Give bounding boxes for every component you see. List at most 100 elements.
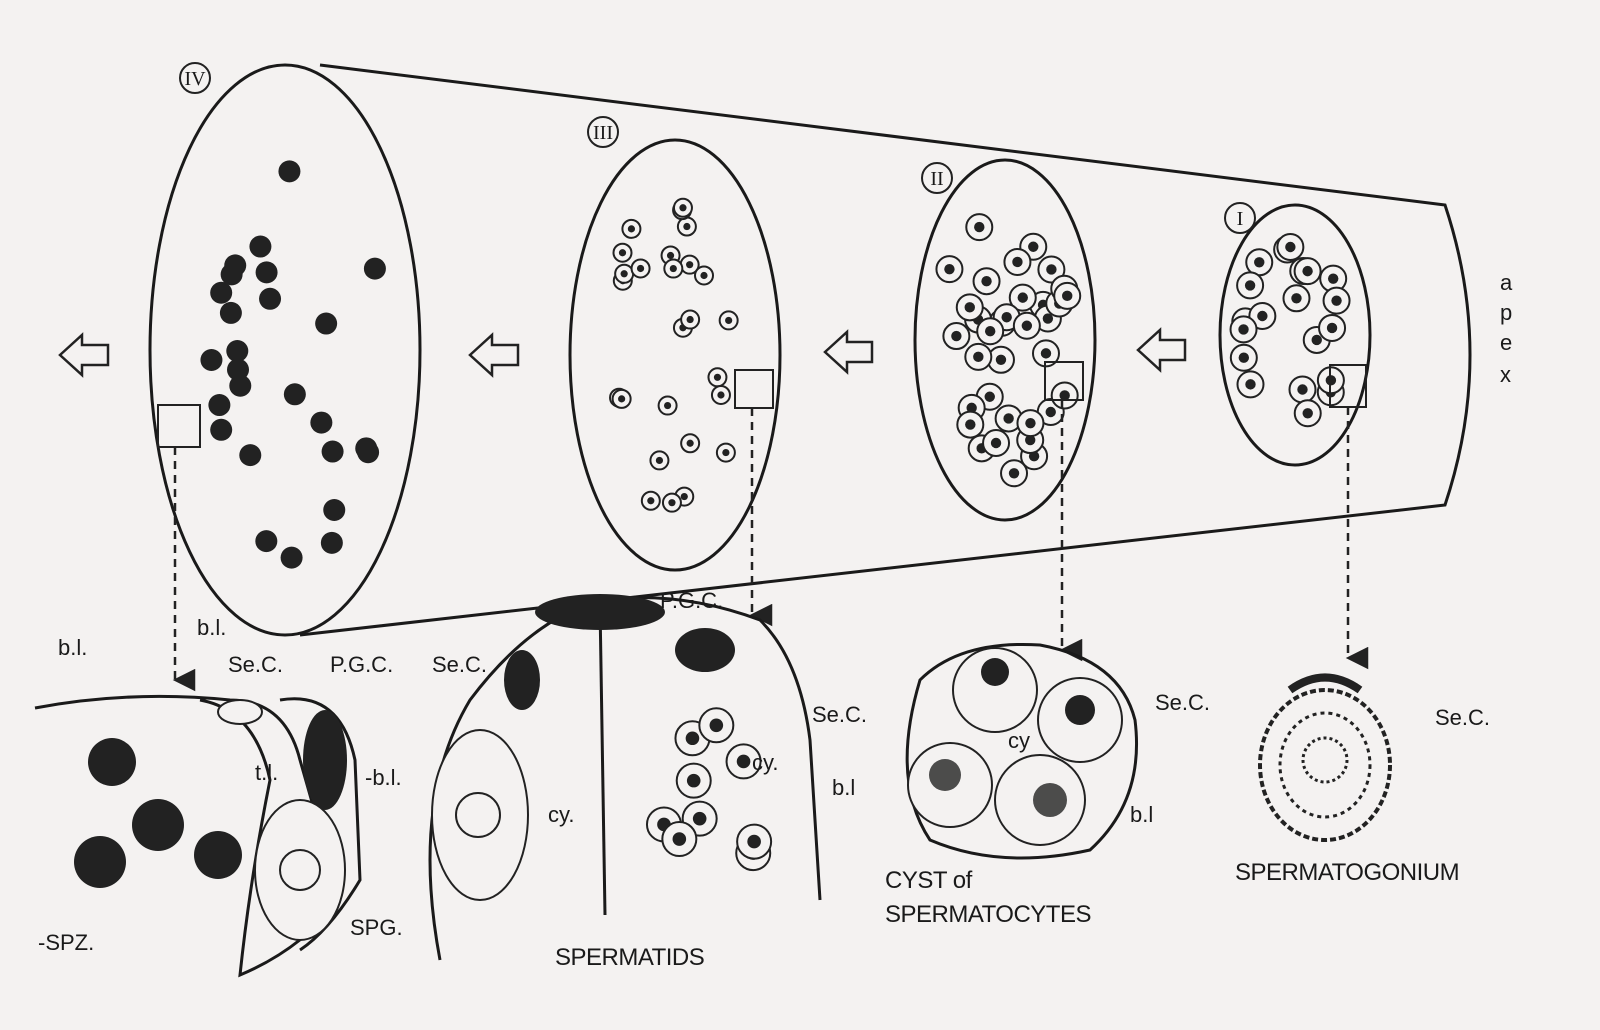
- caption-spermatogonium: SPERMATOGONIUM: [1235, 859, 1459, 886]
- label-cy: cy: [1008, 728, 1030, 753]
- nucleus: [1238, 324, 1249, 335]
- numeral-i: I: [1224, 202, 1256, 234]
- nucleus: [951, 330, 962, 342]
- nucleus: [1254, 257, 1265, 268]
- nucleus: [1302, 265, 1313, 277]
- nucleus: [1042, 313, 1054, 324]
- cell: [321, 440, 344, 463]
- cell: [278, 160, 301, 183]
- cell: [219, 301, 242, 324]
- nucleus: [722, 448, 730, 457]
- left-arrow-icon: [1136, 327, 1187, 373]
- label-bl: -b.l.: [365, 765, 402, 790]
- svg-text:x: x: [1500, 362, 1511, 387]
- label-spg: SPG.: [350, 915, 403, 940]
- nucleus: [984, 391, 995, 402]
- numeral-iv: IV: [179, 62, 211, 94]
- nucleus: [1040, 348, 1052, 359]
- cell: [208, 394, 231, 417]
- nucleus: [1021, 320, 1033, 331]
- label-pgc: P.G.C.: [660, 588, 723, 613]
- svg-text:p: p: [1500, 300, 1512, 325]
- nucleus: [1012, 256, 1023, 268]
- nucleus: [692, 811, 707, 826]
- cyst-stage-iv: [148, 63, 422, 637]
- nucleus: [686, 439, 694, 447]
- nucleus: [669, 264, 677, 273]
- nucleus: [1017, 292, 1028, 303]
- nucleus: [717, 391, 725, 399]
- cell: [255, 530, 278, 553]
- nucleus: [736, 754, 751, 769]
- svg-text:II: II: [930, 168, 943, 190]
- nucleus: [973, 351, 984, 363]
- cell: [239, 444, 262, 467]
- nucleus: [974, 221, 985, 233]
- nucleus: [1291, 293, 1302, 304]
- detail-arrows: [157, 361, 1369, 692]
- svg-text:e: e: [1500, 330, 1512, 355]
- cell: [226, 339, 249, 362]
- cell: [259, 287, 282, 310]
- numeral-ii: II: [921, 162, 953, 194]
- svg-text:I: I: [1237, 208, 1244, 230]
- cell: [227, 358, 250, 381]
- nucleus: [709, 718, 724, 733]
- nucleus: [618, 395, 626, 403]
- nucleus: [990, 437, 1002, 449]
- nucleus: [964, 302, 975, 313]
- label-pgc: P.G.C.: [330, 652, 393, 677]
- label-tl: t.l.: [255, 760, 278, 785]
- nucleus: [1238, 352, 1250, 363]
- cell: [280, 546, 303, 569]
- nucleus: [1045, 406, 1056, 418]
- nucleus: [1285, 241, 1296, 253]
- nucleus: [636, 264, 645, 273]
- nucleus: [663, 401, 672, 410]
- label-bl: b.l: [832, 775, 855, 800]
- left-arrow-icon: [468, 332, 520, 378]
- label-bl: b.l.: [197, 615, 226, 640]
- label-bl: b.l: [1130, 802, 1153, 827]
- svg-text:a: a: [1500, 270, 1513, 295]
- cell: [310, 411, 333, 434]
- nucleus: [686, 773, 701, 788]
- nucleus: [1001, 312, 1012, 323]
- label-sec: Se.C.: [812, 702, 867, 727]
- cell: [323, 499, 346, 522]
- cyst-stage-i: [1218, 203, 1372, 467]
- cell: [315, 312, 338, 335]
- nucleus: [1244, 280, 1256, 291]
- nucleus: [700, 271, 708, 280]
- detail-spermatozoa: [34, 694, 362, 978]
- nucleus: [944, 263, 955, 275]
- progression-arrows: [58, 327, 1187, 378]
- detail-spermatogonium: [1258, 673, 1392, 842]
- nucleus: [1257, 310, 1268, 322]
- apex-label: a p e x: [1500, 270, 1513, 387]
- nucleus: [1046, 264, 1057, 275]
- nucleus: [672, 832, 687, 846]
- label-cy: cy.: [548, 802, 574, 827]
- cyst-stage-iii: [568, 138, 782, 572]
- nucleus: [655, 456, 664, 465]
- nucleus: [1062, 290, 1073, 302]
- label-sec: Se.C.: [228, 652, 283, 677]
- nucleus: [984, 326, 996, 337]
- nucleus: [725, 316, 733, 325]
- nucleus: [686, 315, 694, 324]
- label-sec: Se.C.: [1155, 690, 1210, 715]
- left-arrow-icon: [823, 329, 874, 375]
- label-sec: Se.C.: [432, 652, 487, 677]
- svg-text:III: III: [593, 122, 613, 144]
- cell: [210, 418, 233, 441]
- nucleus: [966, 402, 977, 414]
- nucleus: [1302, 408, 1313, 419]
- cell: [283, 383, 306, 406]
- nucleus: [1059, 390, 1070, 401]
- detail-cyst-spermatocytes: [905, 642, 1139, 860]
- nucleus: [666, 251, 675, 260]
- nucleus: [1025, 417, 1036, 429]
- nucleus: [1025, 434, 1036, 446]
